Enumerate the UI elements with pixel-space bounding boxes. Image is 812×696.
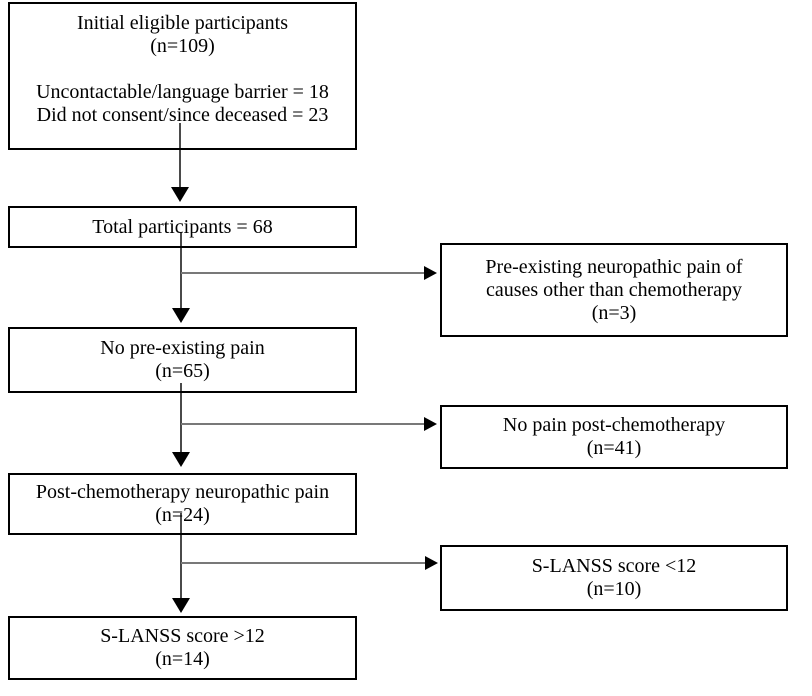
connector-postchemo-to-slanssgt12	[180, 513, 182, 598]
box-text-line: (n=65)	[155, 360, 210, 382]
connector-nopreexisting-to-nopainpost	[181, 423, 424, 425]
flow-box-post-chemotherapy-neuropathic-pain: Post-chemotherapy neuropathic pain (n=24…	[8, 473, 357, 535]
connector-total-to-nopreexisting	[180, 232, 182, 308]
box-text-line: (n=10)	[586, 578, 642, 600]
box-text-line: causes other than chemotherapy	[485, 278, 742, 301]
box-text-line: Uncontactable/language barrier = 18	[36, 81, 329, 103]
connector-initial-to-total	[179, 123, 181, 188]
box-text-line: (n=24)	[155, 504, 210, 526]
arrowhead-down-icon	[172, 598, 190, 613]
connector-nopreexisting-to-postchemo	[180, 383, 182, 452]
box-text-line: (n=14)	[155, 648, 210, 670]
arrowhead-down-icon	[172, 452, 190, 467]
connector-total-to-preexisting	[181, 272, 424, 274]
box-text-line: No pre-existing pain	[100, 337, 265, 359]
box-text-line: Pre-existing neuropathic pain of	[485, 255, 743, 278]
box-text-line: No pain post-chemotherapy	[502, 414, 726, 436]
flow-box-total-participants: Total participants = 68	[8, 206, 357, 248]
arrowhead-right-icon	[424, 266, 437, 280]
box-text-line: S-LANSS score <12	[531, 555, 697, 577]
arrowhead-down-icon	[171, 187, 189, 202]
box-text-line: Did not consent/since deceased = 23	[36, 104, 329, 126]
arrowhead-down-icon	[172, 308, 190, 323]
box-text-line: (n=109)	[150, 35, 215, 57]
flow-box-slanss-score-under-12: S-LANSS score <12 (n=10)	[440, 545, 788, 611]
flow-box-no-preexisting-pain: No pre-existing pain (n=65)	[8, 327, 357, 393]
arrowhead-right-icon	[424, 417, 437, 431]
box-text-line: (n=41)	[586, 437, 642, 459]
box-text-line: Initial eligible participants	[76, 12, 289, 34]
box-text-line: Post-chemotherapy neuropathic pain	[35, 481, 330, 503]
flow-box-slanss-score-over-12: S-LANSS score >12 (n=14)	[8, 616, 357, 680]
box-text-line: (n=3)	[591, 301, 637, 324]
connector-postchemo-to-slansslt12	[181, 562, 425, 564]
box-text-line: S-LANSS score >12	[100, 625, 265, 647]
flow-box-preexisting-neuropathic-pain: Pre-existing neuropathic pain of causes …	[440, 243, 788, 337]
box-text-line: Total participants = 68	[92, 215, 273, 238]
arrowhead-right-icon	[425, 556, 438, 570]
flow-box-no-pain-post-chemotherapy: No pain post-chemotherapy (n=41)	[440, 405, 788, 469]
flow-box-initial-eligible-participants: Initial eligible participants (n=109) Un…	[8, 2, 357, 150]
